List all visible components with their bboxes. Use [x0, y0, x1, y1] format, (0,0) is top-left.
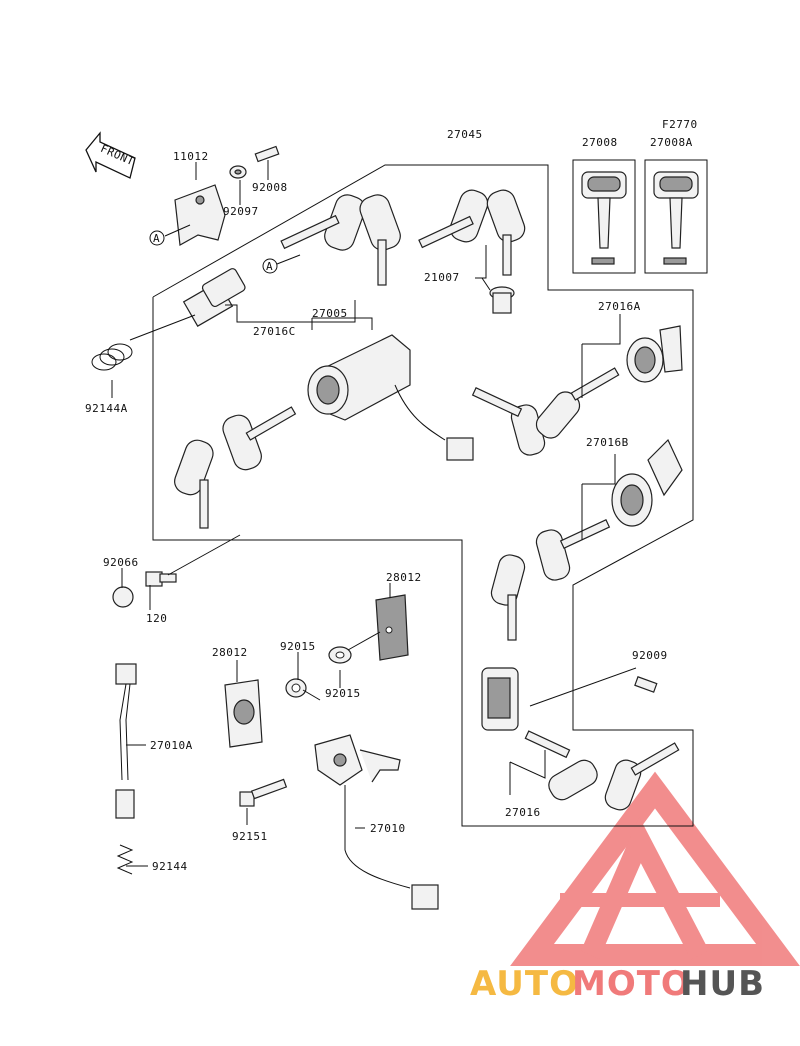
screw-92009-icon	[634, 676, 658, 693]
callout-27016c: 27016C	[253, 325, 296, 338]
watermark-moto: MOTO	[572, 964, 691, 1004]
watermark-auto: AUTO	[470, 964, 579, 1004]
front-arrow-icon: FRONT	[85, 131, 136, 179]
callout-27010a: 27010A	[150, 739, 193, 752]
lock-27016a-icon	[626, 325, 683, 383]
switch-27010-icon	[314, 734, 439, 910]
svg-text:A: A	[266, 260, 273, 273]
assembly-27045-outline	[152, 164, 694, 827]
spring-92144-icon	[116, 844, 134, 875]
key-icon-27016-2	[604, 742, 680, 811]
key-icon-27016a-2	[535, 367, 620, 439]
callout-92097: 92097	[223, 205, 259, 218]
callout-27016: 27016	[505, 806, 541, 819]
cap-92066-icon	[112, 586, 134, 608]
callout-27005: 27005	[312, 307, 348, 320]
callout-92008: 92008	[252, 181, 288, 194]
callout-92015-top: 92015	[280, 640, 316, 653]
key-card-27008-icon	[581, 171, 627, 265]
rubber-28012-left-icon	[224, 679, 263, 748]
key-card-27008a-box	[644, 159, 708, 274]
lock-cylinder-27016c-icon	[182, 268, 246, 327]
collar-92015-icon	[285, 678, 307, 698]
ref-marker-a-2: A	[262, 258, 278, 274]
callout-28012-left: 28012	[212, 646, 248, 659]
spring-92144a-icon	[91, 343, 133, 371]
key-icon-27005a	[174, 439, 214, 529]
key-icon-21007a	[418, 189, 489, 249]
callout-92009: 92009	[632, 649, 668, 662]
key-icon-top-1	[280, 194, 366, 251]
callout-120: 120	[146, 612, 167, 625]
key-icon-top-2	[359, 194, 401, 286]
callout-27010: 27010	[370, 822, 406, 835]
svg-text:A: A	[153, 232, 160, 245]
switch-27010a-icon	[115, 663, 137, 819]
key-icon-21007b	[486, 189, 526, 276]
callout-92144: 92144	[152, 860, 188, 873]
callout-27016a: 27016A	[598, 300, 641, 313]
key-icon-27016b-1	[490, 554, 526, 641]
callout-21007: 21007	[424, 271, 460, 284]
callout-27016b: 27016B	[586, 436, 629, 449]
key-icon-27016-1	[524, 730, 598, 801]
callout-27008a: 27008A	[650, 136, 693, 149]
figure-code: F2770	[662, 118, 698, 131]
callout-11012: 11012	[173, 150, 209, 163]
bolt-120-icon	[145, 571, 177, 587]
leader-lines	[111, 160, 637, 867]
callout-27045: 27045	[447, 128, 483, 141]
nut-92015-icon	[328, 646, 352, 664]
key-cap-21007-icon	[489, 286, 515, 314]
watermark-hub: HUB	[680, 964, 765, 1004]
key-card-27008a-icon	[653, 171, 699, 265]
ignition-switch-27005-icon	[307, 334, 474, 461]
rubber-28012-right-icon	[375, 594, 409, 661]
callout-92015-bottom: 92015	[325, 687, 361, 700]
ref-marker-a-1: A	[149, 230, 165, 246]
lock-27016b-icon	[611, 438, 683, 527]
callout-92144a: 92144A	[85, 402, 128, 415]
callout-92151: 92151	[232, 830, 268, 843]
key-card-27008-box	[572, 159, 636, 274]
bracket-11012-icon	[174, 145, 280, 246]
key-icon-27016a-1	[471, 387, 546, 456]
bolt-92151-icon	[239, 778, 288, 807]
callout-27008: 27008	[582, 136, 618, 149]
key-icon-27016b-2	[535, 519, 611, 581]
key-icon-27005b	[222, 406, 297, 471]
callout-92066: 92066	[103, 556, 139, 569]
callout-28012-right: 28012	[386, 571, 422, 584]
watermark-text: AUTO MOTO HUB	[470, 964, 765, 1004]
watermark-logo-icon	[510, 771, 800, 966]
lock-holder-icon	[481, 667, 519, 731]
